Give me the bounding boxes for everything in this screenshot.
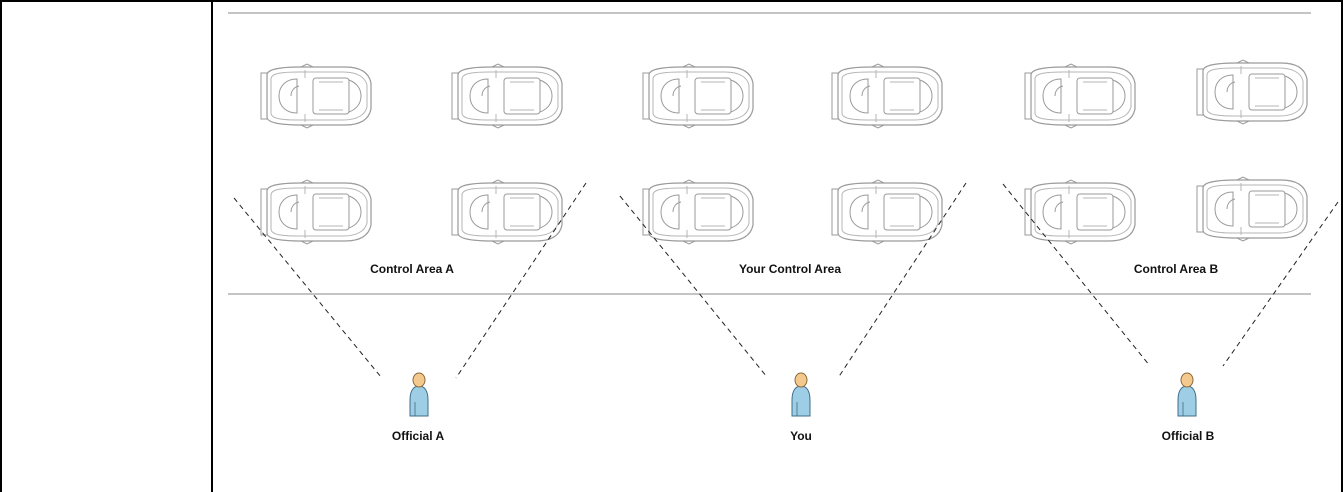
car-icon (1025, 180, 1135, 244)
person-icon (1178, 373, 1196, 416)
sight-lines (234, 183, 1338, 378)
car-icon (1197, 60, 1307, 124)
car-row-2 (261, 177, 1307, 244)
car-icon (261, 64, 371, 128)
control-area-b-label: Control Area B (1134, 262, 1219, 276)
person-icon (410, 373, 428, 416)
your-control-area-label: Your Control Area (739, 262, 841, 276)
official-b-label: Official B (1162, 429, 1215, 443)
person-icon (792, 373, 810, 416)
car-icon (452, 180, 562, 244)
control-area-a-label: Control Area A (370, 262, 454, 276)
car-icon (643, 180, 753, 244)
car-icon (643, 64, 753, 128)
car-icon (261, 180, 371, 244)
car-icon (452, 64, 562, 128)
car-icon (1025, 64, 1135, 128)
car-icon (832, 180, 942, 244)
official-a-label: Official A (392, 429, 445, 443)
car-icon (832, 64, 942, 128)
you-label: You (790, 429, 812, 443)
car-row-1 (261, 60, 1307, 128)
car-icon (1197, 177, 1307, 241)
